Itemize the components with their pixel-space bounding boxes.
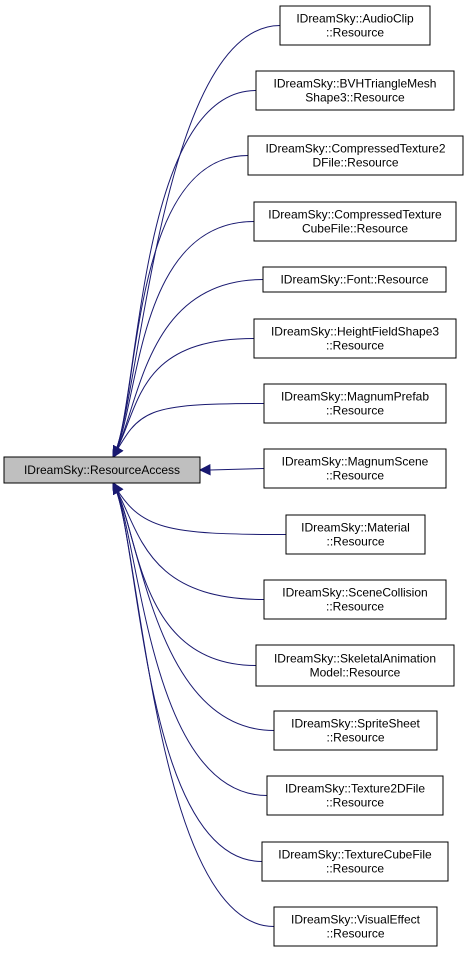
derived-class-label: DFile::Resource [312, 156, 398, 170]
derived-class-label: ::Resource [326, 796, 384, 810]
derived-class-label: IDreamSky::SpriteSheet [291, 717, 420, 731]
inheritance-edge [112, 155, 249, 458]
derived-class-label: Shape3::Resource [305, 91, 405, 105]
derived-class-label: CubeFile::Resource [302, 222, 408, 236]
inheritance-arrowhead [112, 445, 124, 458]
derived-class-label: IDreamSky::CompressedTexture2 [265, 142, 445, 156]
derived-class-node-magnumscene-resource[interactable]: IDreamSky::MagnumScene::Resource [263, 448, 447, 489]
derived-class-label: IDreamSky::CompressedTexture [268, 208, 442, 222]
inheritance-edge [112, 338, 255, 458]
base-class-node[interactable]: IDreamSky::ResourceAccess [3, 456, 201, 484]
derived-class-label: IDreamSky::VisualEffect [291, 913, 421, 927]
derived-class-label: IDreamSky::AudioClip [296, 12, 414, 26]
derived-class-node-visualeffect-resource[interactable]: IDreamSky::VisualEffect::Resource [273, 906, 438, 947]
derived-class-node-skeletalanimationmodel-resource[interactable]: IDreamSky::SkeletalAnimationModel::Resou… [255, 644, 455, 687]
derived-class-label: IDreamSky::MagnumScene [282, 455, 429, 469]
derived-class-label: IDreamSky::SceneCollision [282, 586, 427, 600]
inheritance-edge [112, 403, 265, 458]
diagram-nodes: IDreamSky::ResourceAccess IDreamSky::Aud… [3, 5, 464, 947]
base-class-label: IDreamSky::ResourceAccess [24, 463, 180, 477]
derived-class-label: IDreamSky::SkeletalAnimation [274, 652, 436, 666]
derived-class-label: IDreamSky::HeightFieldShape3 [271, 325, 439, 339]
derived-class-node-material-resource[interactable]: IDreamSky::Material::Resource [285, 514, 426, 555]
derived-class-label: ::Resource [326, 404, 384, 418]
derived-class-label: ::Resource [326, 26, 384, 40]
inheritance-edge [112, 90, 257, 458]
inheritance-edge [112, 279, 264, 458]
derived-class-node-texture2dfile-resource[interactable]: IDreamSky::Texture2DFile::Resource [266, 775, 444, 816]
inheritance-edge [112, 221, 255, 458]
derived-class-node-heightfieldshape3-resource[interactable]: IDreamSky::HeightFieldShape3::Resource [253, 318, 457, 359]
derived-class-node-texturecubefile-resource[interactable]: IDreamSky::TextureCubeFile::Resource [261, 841, 449, 882]
derived-class-label: IDreamSky::Font::Resource [280, 273, 428, 287]
inheritance-edge [112, 482, 263, 862]
derived-class-label: IDreamSky::BVHTriangleMesh [274, 77, 437, 91]
inheritance-edge [112, 482, 268, 796]
derived-class-node-magnumprefab-resource[interactable]: IDreamSky::MagnumPrefab::Resource [263, 383, 447, 424]
derived-class-node-audioclip-resource[interactable]: IDreamSky::AudioClip::Resource [279, 5, 431, 46]
derived-class-label: ::Resource [326, 927, 384, 941]
derived-class-label: ::Resource [326, 339, 384, 353]
inheritance-arrowhead [198, 463, 211, 476]
derived-class-label: IDreamSky::MagnumPrefab [281, 390, 429, 404]
inheritance-arrowhead [112, 482, 124, 495]
derived-class-node-compressedtexture2dfile-resource[interactable]: IDreamSky::CompressedTexture2DFile::Reso… [247, 135, 464, 176]
derived-class-node-spritesheet-resource[interactable]: IDreamSky::SpriteSheet::Resource [273, 710, 438, 751]
derived-class-label: ::Resource [326, 862, 384, 876]
inheritance-edge [112, 482, 287, 535]
derived-class-label: IDreamSky::TextureCubeFile [278, 848, 432, 862]
derived-class-node-bvhtrianglemeshshape3-resource[interactable]: IDreamSky::BVHTriangleMeshShape3::Resour… [255, 70, 455, 111]
derived-class-label: Model::Resource [310, 666, 401, 680]
inheritance-edge [112, 482, 275, 731]
inheritance-edges [112, 25, 287, 927]
inheritance-edge [112, 482, 275, 927]
inheritance-edge [112, 482, 265, 600]
derived-class-label: ::Resource [326, 731, 384, 745]
derived-class-label: IDreamSky::Texture2DFile [285, 782, 425, 796]
derived-class-label: ::Resource [326, 600, 384, 614]
derived-class-label: ::Resource [326, 469, 384, 483]
derived-class-label: ::Resource [326, 535, 384, 549]
inheritance-edge [209, 468, 265, 471]
derived-class-node-scenecollision-resource[interactable]: IDreamSky::SceneCollision::Resource [263, 579, 447, 620]
derived-class-node-font-resource[interactable]: IDreamSky::Font::Resource [262, 266, 447, 293]
derived-class-label: IDreamSky::Material [301, 521, 410, 535]
derived-class-node-compressedtexturecubefile-resource[interactable]: IDreamSky::CompressedTextureCubeFile::Re… [253, 201, 457, 242]
